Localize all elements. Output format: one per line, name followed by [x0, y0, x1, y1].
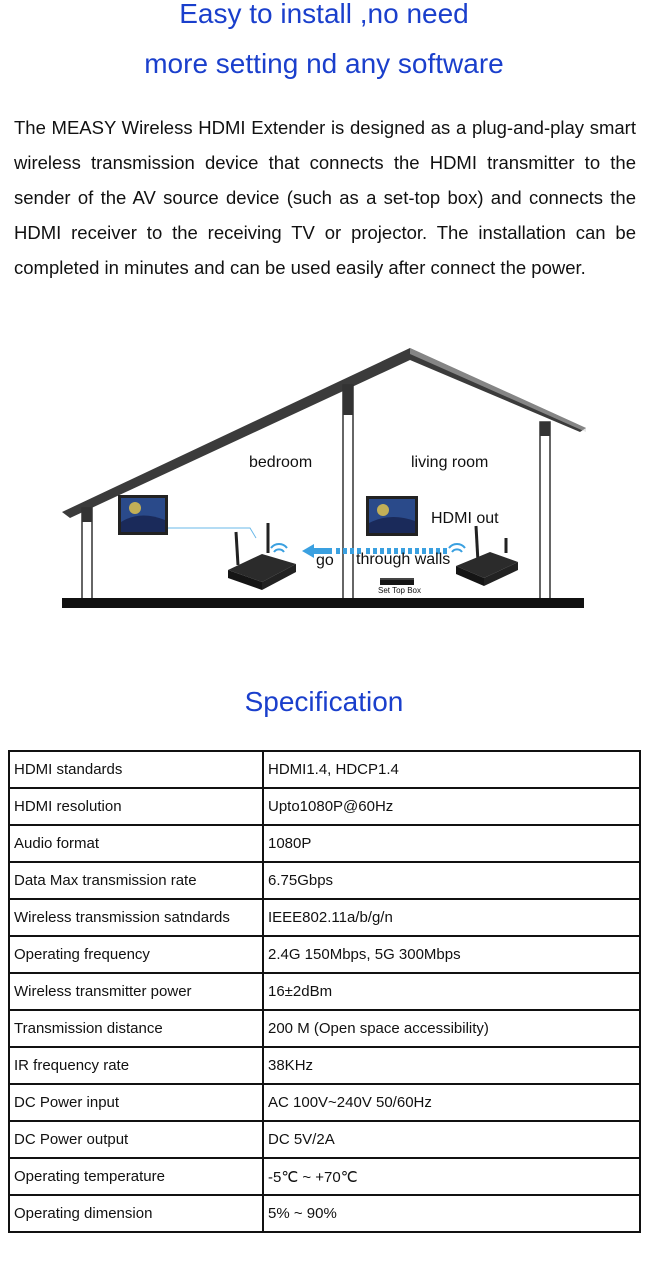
bedroom-tv-icon: [118, 495, 168, 535]
living-room-tv-icon: [366, 496, 418, 536]
spec-key: Data Max transmission rate: [8, 861, 264, 900]
spec-key: Audio format: [8, 824, 264, 863]
spec-value: 16±2dBm: [262, 972, 641, 1011]
spec-key: Operating temperature: [8, 1157, 264, 1196]
intro-text: The MEASY Wireless HDMI Extender is desi…: [14, 117, 636, 278]
spec-key: HDMI standards: [8, 750, 264, 789]
heading-line-2: more setting nd any software: [144, 48, 504, 79]
spec-key: Wireless transmitter power: [8, 972, 264, 1011]
spec-value: 6.75Gbps: [262, 861, 641, 900]
spec-value: 1080P: [262, 824, 641, 863]
intro-paragraph: The MEASY Wireless HDMI Extender is desi…: [14, 110, 636, 285]
spec-title: Specification: [244, 686, 404, 717]
house-illustration: [62, 348, 586, 608]
spec-key: DC Power input: [8, 1083, 264, 1122]
spec-key: Wireless transmission satndards: [8, 898, 264, 937]
wifi-icon-right: [448, 543, 466, 553]
spec-value: 5% ~ 90%: [262, 1194, 641, 1233]
spec-value: AC 100V~240V 50/60Hz: [262, 1083, 641, 1122]
spec-value: DC 5V/2A: [262, 1120, 641, 1159]
spec-key: Transmission distance: [8, 1009, 264, 1048]
label-through-walls: through walls: [356, 551, 451, 568]
transmitter-box-icon: [456, 525, 518, 586]
spec-key: DC Power output: [8, 1120, 264, 1159]
label-set-top-box: Set Top Box: [378, 586, 421, 595]
label-bedroom: bedroom: [249, 454, 313, 471]
spec-value: HDMI1.4, HDCP1.4: [262, 750, 641, 789]
receiver-box-icon: [228, 523, 296, 590]
heading-line-1: Easy to install ,no need: [179, 0, 469, 29]
spec-value: IEEE802.11a/b/g/n: [262, 898, 641, 937]
set-top-box-icon: [380, 578, 414, 585]
middle-wall: [342, 384, 354, 601]
spec-key: Operating dimension: [8, 1194, 264, 1233]
spec-key: HDMI resolution: [8, 787, 264, 826]
spec-value: 2.4G 150Mbps, 5G 300Mbps: [262, 935, 641, 974]
signal-arrow: [302, 544, 448, 558]
label-hdmi-out: HDMI out: [431, 510, 499, 527]
label-living-room: living room: [411, 454, 489, 471]
spec-value: 200 M (Open space accessibility): [262, 1009, 641, 1048]
installation-diagram: bedroom living room HDMI out go through …: [0, 340, 648, 630]
spec-value: -5℃ ~ +70℃: [262, 1157, 641, 1196]
spec-value: Upto1080P@60Hz: [262, 787, 641, 826]
right-wall: [539, 421, 551, 601]
label-go: go: [316, 552, 334, 569]
spec-value: 38KHz: [262, 1046, 641, 1085]
table-row: Operating temperature-5℃ ~ +70℃: [8, 1157, 641, 1196]
roof: [62, 348, 586, 518]
spec-key: IR frequency rate: [8, 1046, 264, 1085]
spec-key: Operating frequency: [8, 935, 264, 974]
wifi-icon-left: [270, 543, 288, 553]
floor: [62, 598, 584, 608]
